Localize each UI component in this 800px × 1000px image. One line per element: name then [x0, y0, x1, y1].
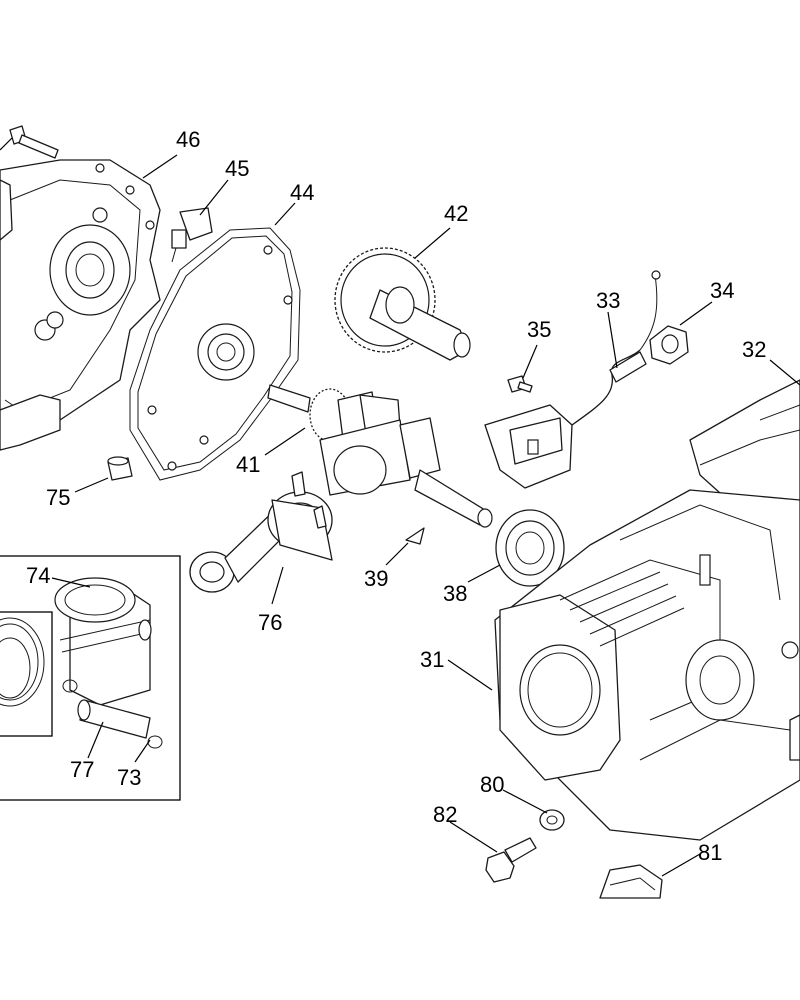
callout-35: 35: [527, 317, 551, 342]
camshaft-part: [334, 247, 471, 361]
callout-34: 34: [710, 278, 734, 303]
callout-73: 73: [117, 765, 141, 790]
callout-31: 31: [420, 647, 444, 672]
bolt-part: [9, 125, 59, 159]
bolt-82-part: [485, 837, 537, 883]
nut-part: [649, 325, 689, 365]
ignition-coil-part: [484, 270, 661, 489]
callout-44: 44: [290, 180, 314, 205]
oil-sensor-part: [171, 207, 213, 263]
callout-labels: 46 45 44 42 33 34 35 32 41 75 74 76 39 3…: [26, 127, 766, 865]
piston-kit-box: [0, 555, 181, 801]
crankshaft-part: [267, 384, 493, 528]
callout-42: 42: [444, 201, 468, 226]
callout-82: 82: [433, 802, 457, 827]
leader-lines: [0, 137, 800, 877]
callout-81: 81: [698, 840, 722, 865]
callout-75: 75: [46, 485, 70, 510]
callout-39: 39: [364, 566, 388, 591]
callout-74: 74: [26, 563, 50, 588]
baffle-part: [689, 379, 800, 521]
crankcase-cover-part: [0, 159, 161, 451]
woodruff-key-part: [405, 527, 425, 545]
callout-38: 38: [443, 581, 467, 606]
connecting-rod-part: [189, 471, 333, 593]
gasket-part: [129, 227, 301, 481]
bearing-part: [495, 509, 565, 587]
callout-46: 46: [176, 127, 200, 152]
washer-part: [539, 809, 565, 831]
screw-part: [507, 375, 533, 393]
bracket-part: [599, 864, 663, 899]
callout-77: 77: [70, 757, 94, 782]
callout-45: 45: [225, 156, 249, 181]
callout-32: 32: [742, 337, 766, 362]
engine-block-part: [494, 489, 800, 841]
dowel-pin-part: [107, 456, 133, 481]
callout-80: 80: [480, 772, 504, 797]
callout-76: 76: [258, 610, 282, 635]
callout-33: 33: [596, 288, 620, 313]
callout-41: 41: [236, 452, 260, 477]
